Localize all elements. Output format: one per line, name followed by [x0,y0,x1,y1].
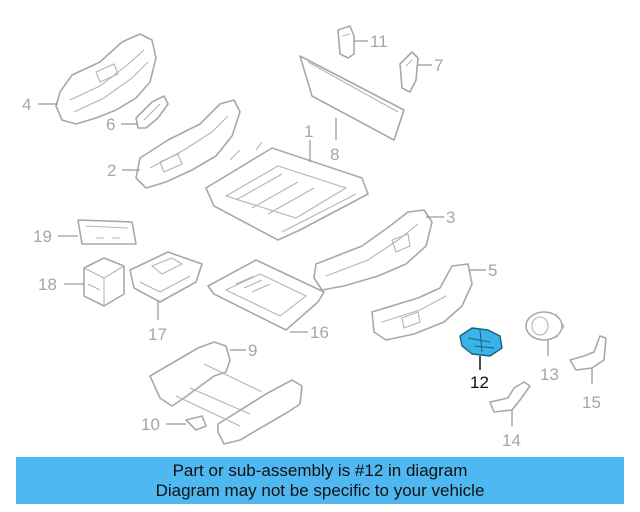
part-2-inner-shield [135,99,241,189]
callout-9[interactable]: 9 [248,341,257,360]
part-10-clip [185,415,207,431]
callout-10[interactable]: 10 [141,415,160,434]
callout-13[interactable]: 13 [540,365,559,384]
callout-17[interactable]: 17 [148,325,167,344]
callout-4[interactable]: 4 [22,95,31,114]
part-11-cover [337,25,355,59]
callout-14[interactable]: 14 [502,431,521,450]
callout-18[interactable]: 18 [38,275,57,294]
callout-15[interactable]: 15 [582,393,601,412]
callout-1[interactable]: 1 [304,122,313,141]
callout-7[interactable]: 7 [434,56,443,75]
callout-3[interactable]: 3 [446,208,455,227]
parts-diagram: 4 6 2 11 7 8 1 [22,25,607,450]
part-6-bracket [135,95,169,129]
part-15-bracket [569,335,607,371]
part-8-back-panel [299,55,405,141]
part-1-seat-frame [205,141,369,241]
part-13-grommet [525,311,565,341]
info-line-disclaimer: Diagram may not be specific to your vehi… [155,480,485,500]
part-5-lower-shield [371,263,473,341]
callout-16[interactable]: 16 [310,323,329,342]
callout-2[interactable]: 2 [107,161,116,180]
callout-11[interactable]: 11 [370,32,388,51]
part-4-outer-shield [55,33,157,125]
part-16-mat [207,259,325,331]
part-17-module [129,251,203,303]
callout-12[interactable]: 12 [470,373,489,392]
callout-6[interactable]: 6 [106,115,115,134]
info-banner: Part or sub-assembly is #12 in diagram D… [16,457,624,504]
callout-19[interactable]: 19 [33,227,52,246]
info-line-part: Part or sub-assembly is #12 in diagram [172,460,468,480]
part-14-strap [489,381,531,413]
callout-8[interactable]: 8 [330,145,339,164]
part-3-side-shield [313,209,433,291]
part-18-control-module [83,257,125,307]
part-12-highlighted[interactable] [459,327,503,357]
part-19-module [77,219,137,245]
part-7-trim [399,51,419,93]
callout-5[interactable]: 5 [488,261,497,280]
part-9-seat-base [149,341,303,445]
